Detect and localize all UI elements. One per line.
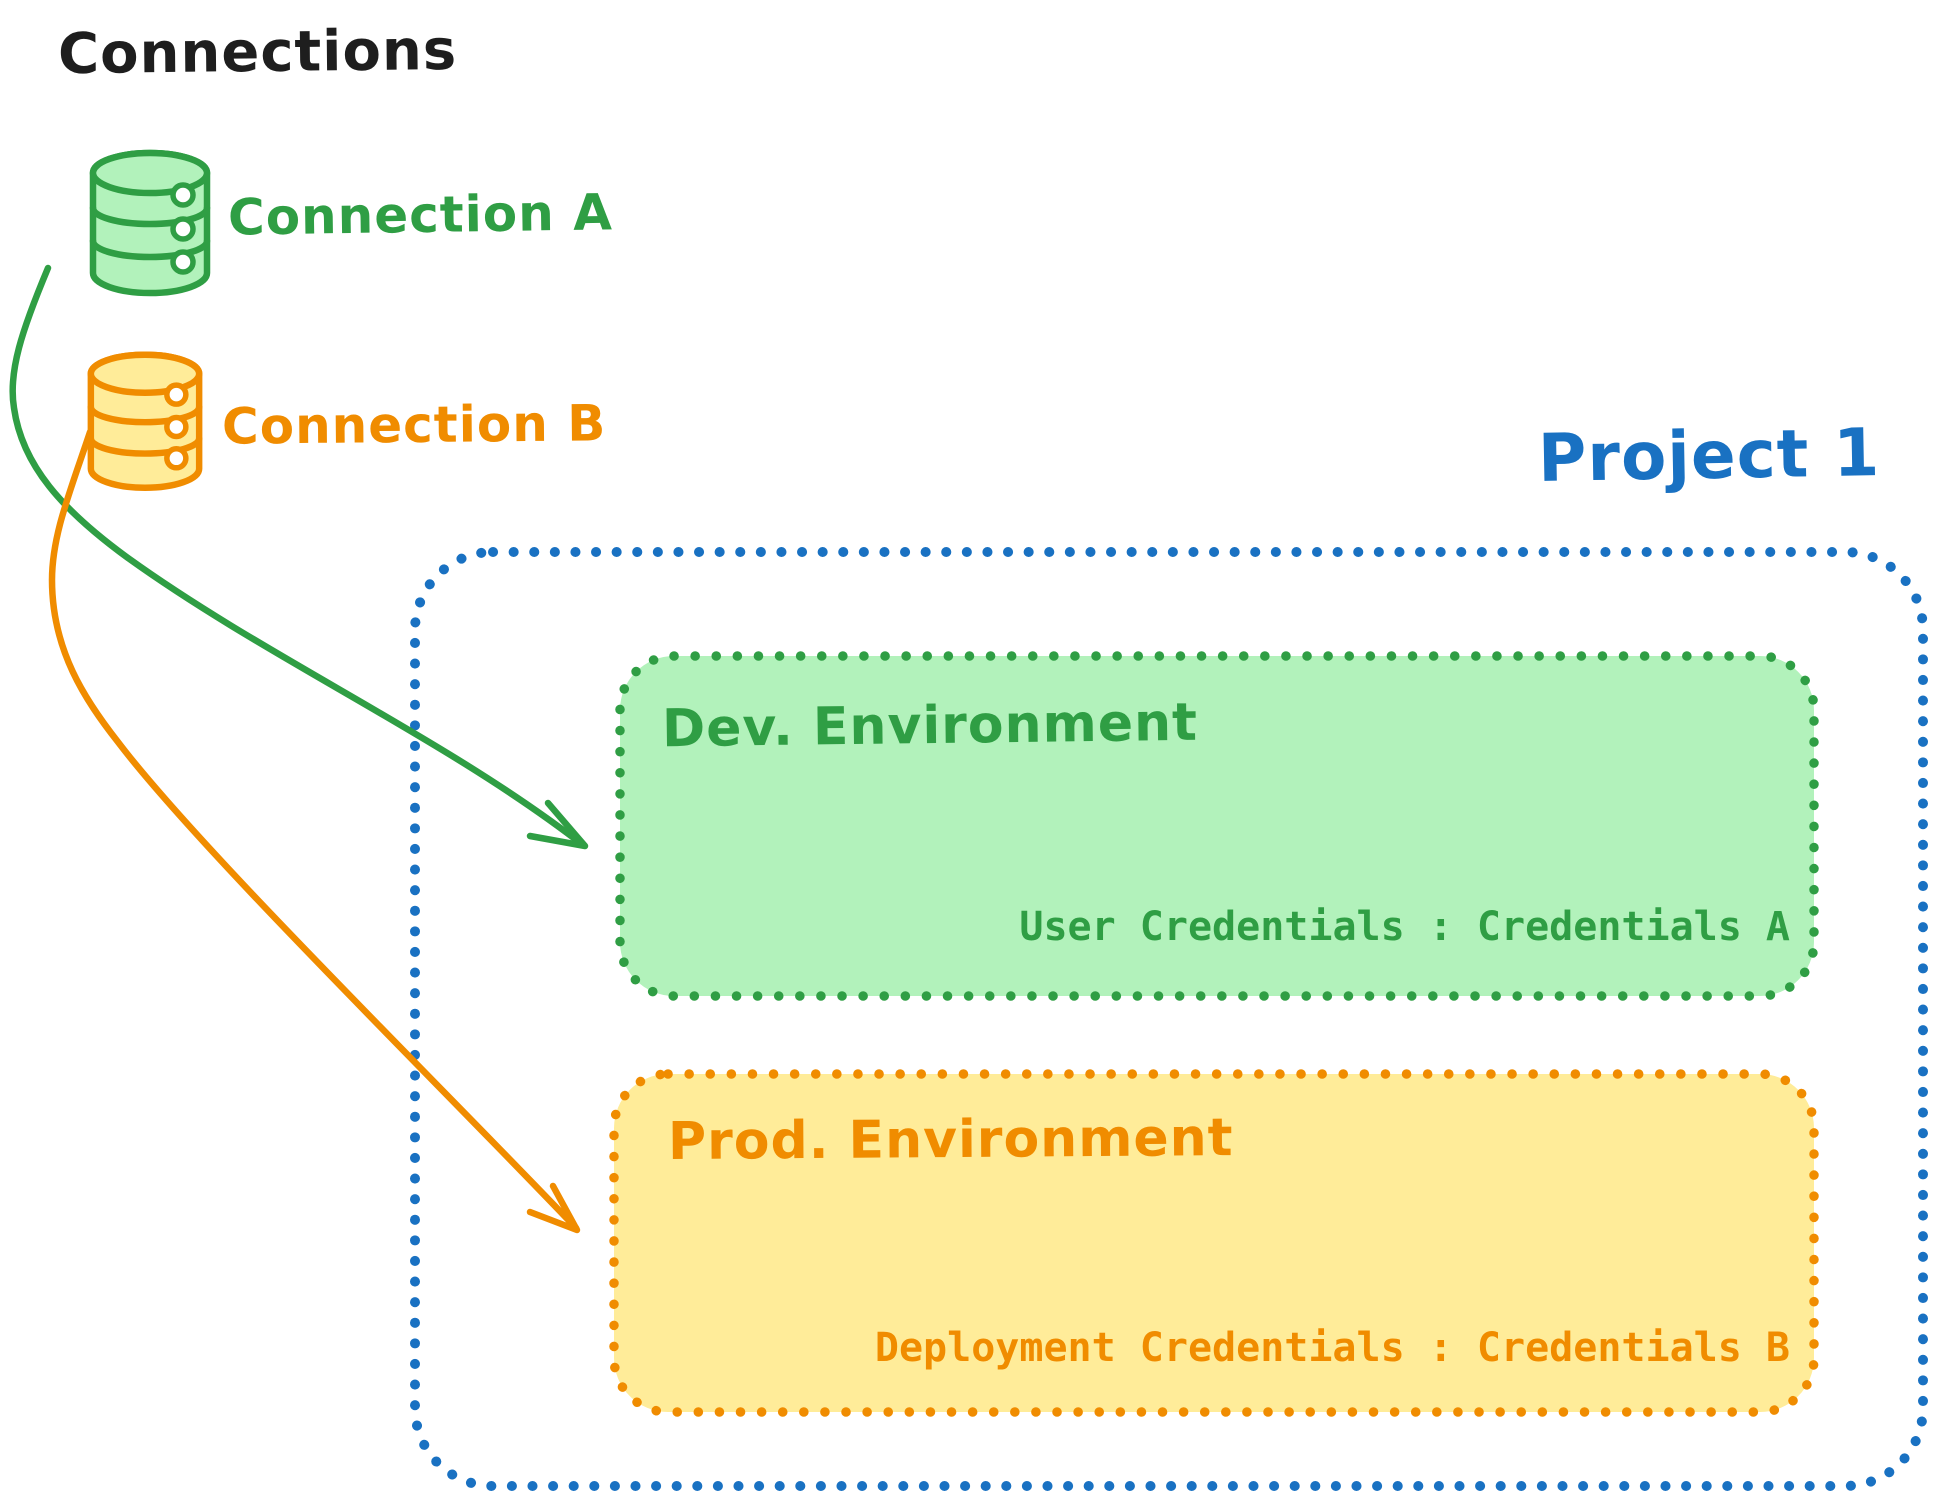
project-box bbox=[410, 547, 1928, 1491]
project-label: Project 1 bbox=[1537, 414, 1881, 497]
prod-environment-heading: Prod. Environment bbox=[667, 1108, 1234, 1172]
dev-environment-heading: Dev. Environment bbox=[661, 692, 1199, 760]
dev-environment-box bbox=[615, 651, 1819, 1001]
arrowhead-icon bbox=[526, 1182, 581, 1234]
diagram-title: Connections bbox=[57, 17, 458, 88]
connection-a-label: Connection A bbox=[227, 183, 614, 247]
prod-environment-credentials: Deployment Credentials : Credentials B bbox=[874, 1325, 1790, 1371]
dev-environment-credentials: User Credentials : Credentials A bbox=[1019, 904, 1790, 950]
arrowhead-icon bbox=[526, 799, 589, 850]
prod-environment-box bbox=[609, 1069, 1819, 1417]
connection-b-label: Connection B bbox=[221, 394, 607, 456]
connection-a-arrow bbox=[9, 264, 589, 850]
connection-b-database-icon bbox=[87, 351, 203, 491]
connection-a-database-icon bbox=[89, 149, 211, 297]
connection-b-arrow bbox=[48, 428, 581, 1234]
